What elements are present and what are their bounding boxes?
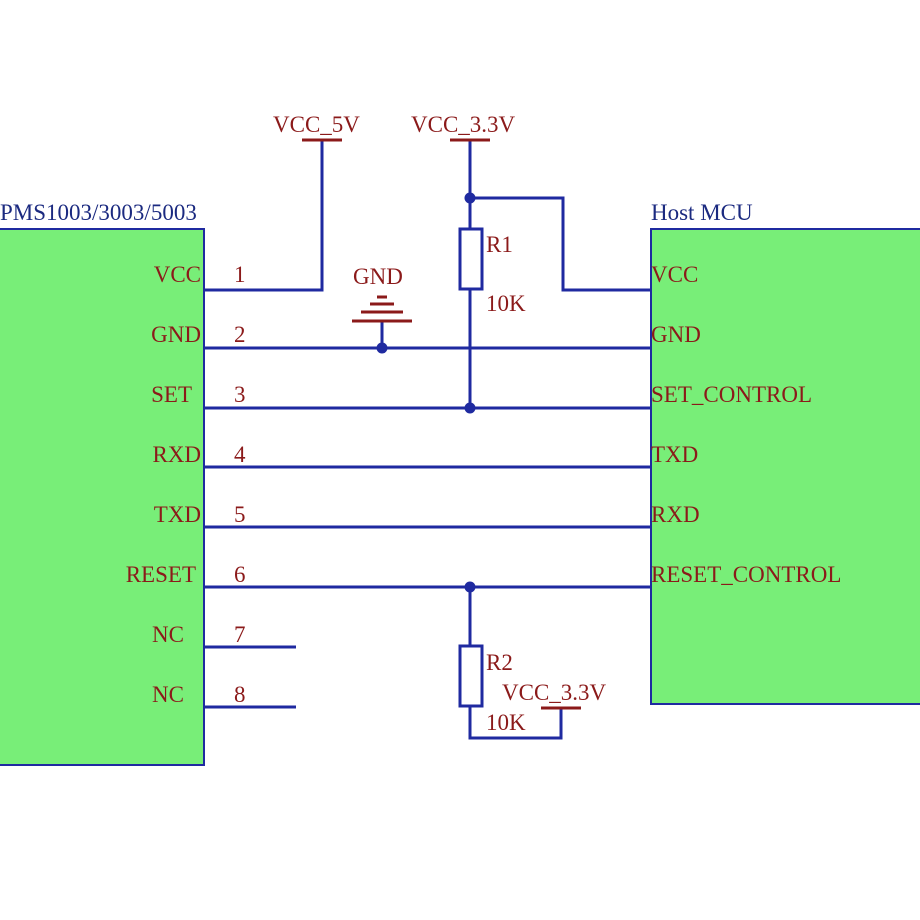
sensor-pin-name-2: GND	[151, 322, 201, 347]
sensor-pin-name-4: RXD	[152, 442, 201, 467]
wire-vcc-5v	[204, 140, 324, 292]
junction-set	[464, 402, 476, 414]
sensor-module-body	[0, 228, 205, 766]
mcu-pin-name-reset-control: RESET_CONTROL	[651, 562, 841, 587]
vcc-5v-symbol: VCC_5V	[273, 112, 360, 142]
mcu-pin-name-rxd: RXD	[651, 502, 700, 527]
sensor-pin-name-7: NC	[152, 622, 184, 647]
sensor-pin-number-4: 4	[234, 442, 246, 467]
vcc-5v-label: VCC_5V	[273, 112, 360, 137]
resistor-r2	[458, 644, 484, 708]
host-mcu-body	[650, 228, 920, 705]
vcc-33v-bottom-label: VCC_3.3V	[502, 680, 607, 705]
sensor-pin-name-3: SET	[151, 382, 192, 407]
host-mcu-title: Host MCU	[651, 200, 753, 225]
junction-gnd	[376, 342, 388, 354]
sensor-pin-name-1: VCC	[154, 262, 201, 287]
sensor-pin-number-1: 1	[234, 262, 246, 287]
mcu-pin-name-set-control: SET_CONTROL	[651, 382, 812, 407]
sensor-pin-number-5: 5	[234, 502, 246, 527]
wire-r2-to-vcc33	[468, 706, 563, 740]
mcu-pin-name-vcc: VCC	[651, 262, 698, 287]
resistor-r2-value: 10K	[486, 710, 526, 735]
ground-label: GND	[353, 264, 403, 289]
junction-vcc33	[464, 192, 476, 204]
sensor-pin-number-2: 2	[234, 322, 246, 347]
sensor-pin-name-6: RESET	[126, 562, 196, 587]
resistor-r1	[458, 227, 484, 291]
junction-reset	[464, 581, 476, 593]
vcc-33v-top-symbol: VCC_3.3V	[411, 112, 516, 142]
sensor-pin-number-7: 7	[234, 622, 246, 647]
resistor-r1-value: 10K	[486, 291, 526, 316]
sensor-pin-number-3: 3	[234, 382, 246, 407]
wire-vcc33-to-mcu-vcc	[470, 196, 651, 292]
vcc-33v-top-label: VCC_3.3V	[411, 112, 516, 137]
sensor-pin-name-8: NC	[152, 682, 184, 707]
sensor-pin-number-8: 8	[234, 682, 246, 707]
mcu-pin-name-gnd: GND	[651, 322, 701, 347]
sensor-pin-name-5: TXD	[154, 502, 201, 527]
sensor-module-title: PMS1003/3003/5003	[0, 200, 197, 225]
sensor-pin-number-6: 6	[234, 562, 246, 587]
resistor-r1-ref: R1	[486, 232, 513, 257]
vcc-33v-bottom-symbol: VCC_3.3V	[502, 680, 607, 710]
resistor-r2-ref: R2	[486, 650, 513, 675]
ground-symbol: GND	[352, 264, 412, 323]
mcu-pin-name-txd: TXD	[651, 442, 698, 467]
